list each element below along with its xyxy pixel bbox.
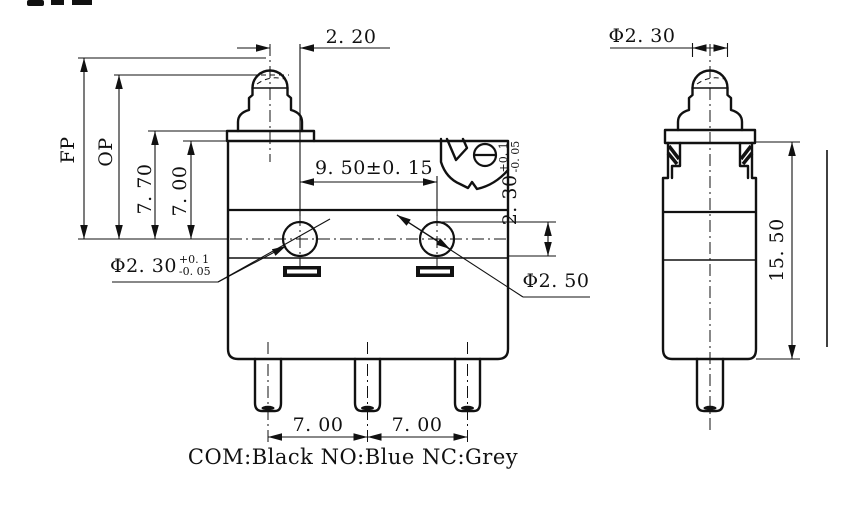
side-plunger (676, 44, 744, 432)
hole-leader-lines (112, 214, 590, 298)
slot-height-main: 2. 30 (498, 174, 521, 226)
dim-plunger-dia-label: Φ2. 30 (608, 24, 676, 47)
dim-700-label: 7. 00 (168, 165, 191, 217)
dim-hole-spacing-lines (300, 176, 438, 216)
front-plunger (236, 44, 304, 162)
clip-hatching (666, 144, 754, 166)
front-left-dimensions (78, 57, 289, 240)
dim-hole-spacing-label: 9. 50±0. 15 (314, 156, 434, 179)
dim-770-label: 7. 70 (133, 163, 156, 215)
wiring-legend: COM:Black NO:Blue NC:Grey (187, 444, 519, 469)
slot-height-label: 2. 30 +0. 1 -0. 05 (495, 127, 525, 239)
screw-detail (439, 137, 510, 191)
dim-op-label: OP (94, 137, 117, 167)
dim-body-height-label: 15. 50 (765, 218, 788, 282)
dim-plunger-dia-lines (610, 43, 729, 57)
slot-height-tolerance: +0. 1 -0. 05 (496, 140, 522, 173)
front-body-outline (226, 139, 510, 361)
front-terminals (253, 342, 482, 444)
terminal-slots (283, 266, 454, 277)
hole-left-dia-label: Φ2. 30 +0. 1 -0. 05 (110, 252, 211, 280)
dim-fp-label: FP (56, 136, 79, 164)
front-view-drawing (78, 44, 590, 444)
dim-pitch-left-label: 7. 00 (292, 413, 344, 436)
hole-right-dia-label: Φ2. 50 (522, 269, 590, 292)
clipped-label-marks (27, 0, 92, 6)
hole-left-dia-tolerance: +0. 1 -0. 05 (178, 252, 211, 278)
dim-slot-height-lines (437, 221, 556, 257)
dim-body-height-lines (756, 141, 800, 360)
dim-tip-offset-lines (237, 44, 390, 216)
side-body-outline (661, 141, 758, 361)
dim-pitch-right-label: 7. 00 (391, 413, 443, 436)
hole-left-dia-main: Φ2. 30 (110, 254, 177, 277)
dim-tip-offset-label: 2. 20 (325, 25, 377, 48)
side-view-drawing (610, 43, 828, 432)
